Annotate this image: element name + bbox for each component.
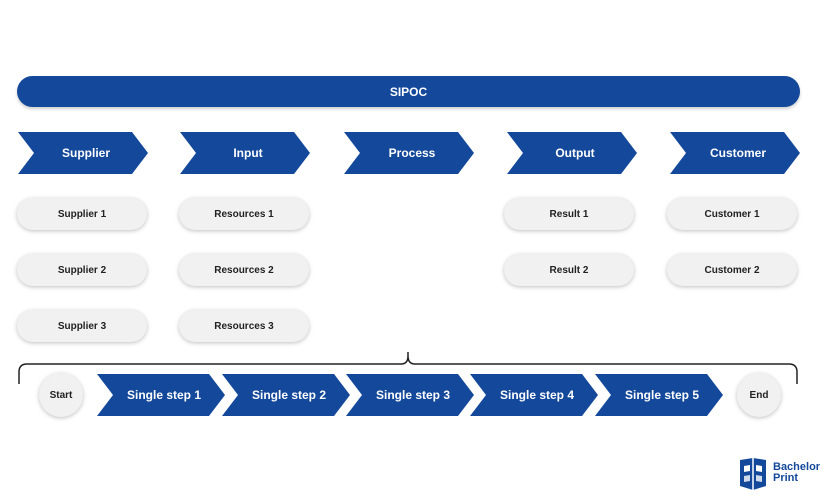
start-label: Start: [49, 389, 73, 401]
process-brace: [18, 352, 798, 384]
step-label: Single step 5: [624, 388, 700, 402]
item-label: Supplier 3: [57, 320, 107, 332]
process-step: Single step 4: [470, 374, 598, 416]
column-header-process: Process: [344, 132, 474, 174]
end-label: End: [749, 389, 769, 401]
output-item: Result 2: [504, 254, 634, 286]
item-label: Customer 2: [704, 264, 760, 276]
column-header-label: Output: [555, 146, 595, 160]
item-label: Result 1: [549, 208, 589, 220]
customer-item: Customer 2: [667, 254, 797, 286]
output-item: Result 1: [504, 198, 634, 230]
column-header-input: Input: [180, 132, 310, 174]
item-label: Resources 2: [214, 264, 274, 276]
column-header-output: Output: [507, 132, 637, 174]
process-step: Single step 3: [346, 374, 474, 416]
column-header-supplier: Supplier: [18, 132, 148, 174]
banner-title: SIPOC: [389, 84, 428, 99]
logo-line-1: Bachelor: [773, 461, 821, 473]
process-end: End: [737, 373, 781, 417]
supplier-item: Supplier 2: [17, 254, 147, 286]
column-header-label: Input: [233, 146, 263, 160]
item-label: Supplier 2: [57, 264, 107, 276]
column-header-customer: Customer: [670, 132, 800, 174]
step-label: Single step 1: [126, 388, 202, 402]
item-label: Result 2: [549, 264, 589, 276]
column-header-label: Supplier: [61, 146, 110, 160]
supplier-item: Supplier 1: [17, 198, 147, 230]
logo-wordmark: Bachelor Print: [773, 462, 820, 484]
process-start: Start: [39, 373, 83, 417]
sipoc-banner: SIPOC: [17, 76, 800, 107]
item-label: Customer 1: [704, 208, 760, 220]
logo-line-2: Print: [773, 472, 799, 484]
input-item: Resources 2: [179, 254, 309, 286]
input-item: Resources 3: [179, 310, 309, 342]
book-icon: [740, 458, 766, 490]
item-label: Resources 1: [214, 208, 274, 220]
column-header-label: Customer: [709, 146, 766, 160]
process-step: Single step 2: [222, 374, 350, 416]
customer-item: Customer 1: [667, 198, 797, 230]
step-label: Single step 4: [499, 388, 575, 402]
supplier-item: Supplier 3: [17, 310, 147, 342]
input-item: Resources 1: [179, 198, 309, 230]
process-step: Single step 1: [97, 374, 225, 416]
column-header-label: Process: [388, 146, 436, 160]
item-label: Resources 3: [214, 320, 274, 332]
process-step: Single step 5: [595, 374, 723, 416]
step-label: Single step 3: [375, 388, 451, 402]
item-label: Supplier 1: [57, 208, 107, 220]
step-label: Single step 2: [251, 388, 327, 402]
